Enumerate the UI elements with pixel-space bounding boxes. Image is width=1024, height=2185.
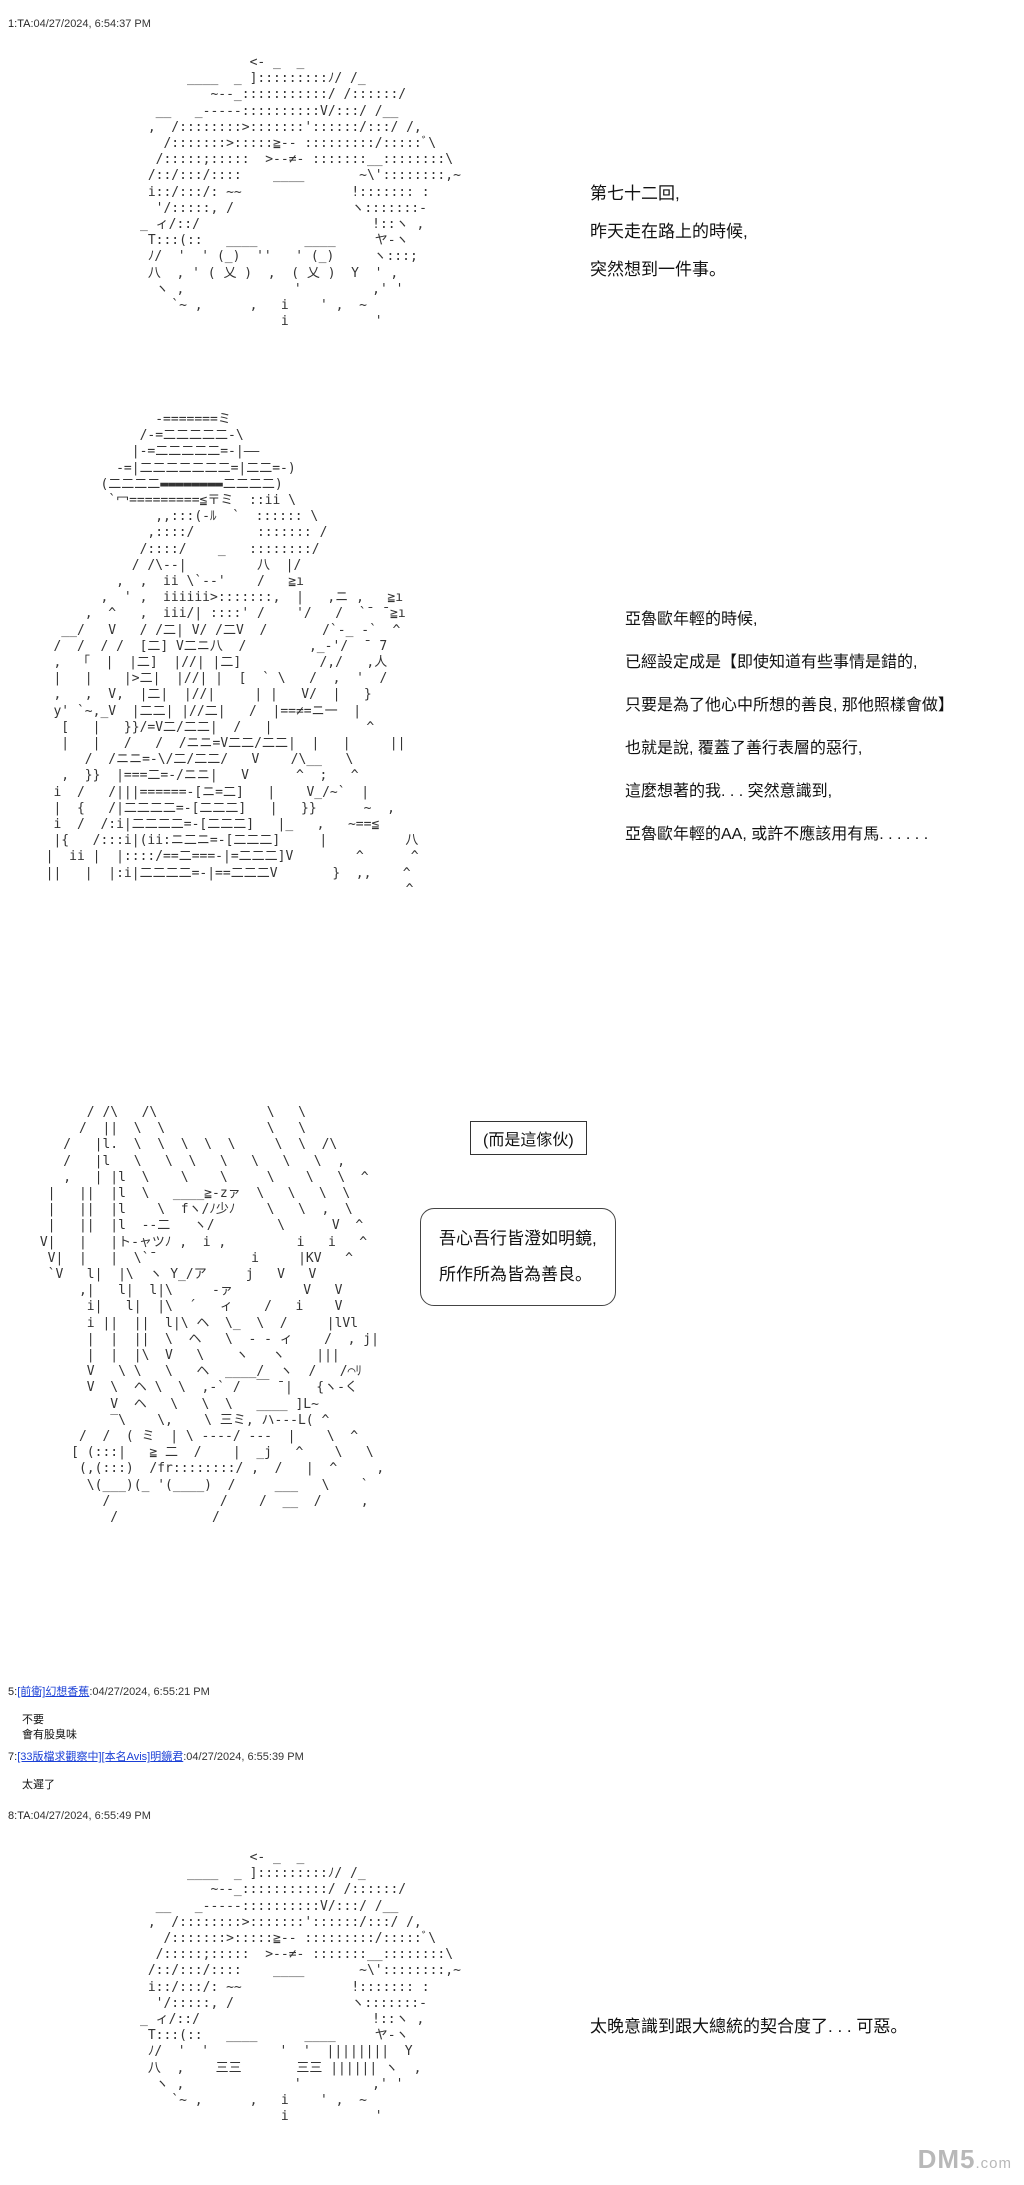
poster-name: TA [17, 1810, 31, 1822]
post-line: 太遲了 [22, 1779, 55, 1791]
aside-box: (而是這傢伙) [470, 1121, 587, 1155]
watermark-logo: DM5.com [918, 2144, 1012, 2175]
post-number: 1: [8, 18, 18, 30]
poster-tag2-link[interactable]: [本名Avis] [101, 1751, 151, 1763]
post-header-8: 8:TA:04/27/2024, 6:55:49 PM [8, 1810, 151, 1822]
post-time: :04/27/2024, 6:54:37 PM [30, 18, 151, 30]
post-number: 8: [8, 1810, 18, 1822]
speech-bubble: 吾心吾行皆澄如明鏡, 所作所為皆為善良。 [420, 1208, 616, 1306]
post-header-5: 5:[前衛]幻想香蕉:04/27/2024, 6:55:21 PM [8, 1683, 210, 1699]
post-body-7: 太遲了 [22, 1778, 55, 1793]
poster-name-link[interactable]: 明鏡君 [150, 1751, 184, 1763]
narration-line: 也就是說, 覆蓋了善行表層的惡行, [625, 740, 863, 757]
narration-line: 這麼想著的我. . . 突然意識到, [625, 783, 833, 800]
narration-line: 只要是為了他心中所想的善良, 那他照樣會做】 [625, 697, 954, 714]
narration-line: 昨天走在路上的時候, [590, 222, 748, 241]
post-header-7: 7:[33版檔求觀察中][本名Avis]明鏡君:04/27/2024, 6:55… [8, 1748, 304, 1764]
poster-tag-link[interactable]: [前衛] [17, 1686, 46, 1698]
post-line: 不要 [22, 1714, 44, 1726]
post-time: :04/27/2024, 6:55:49 PM [30, 1810, 151, 1822]
narration-line: 突然想到一件事。 [590, 260, 726, 279]
narration-line: 亞魯歐年輕的AA, 或許不應該用有馬. . . . . . [625, 826, 929, 843]
ascii-art-face-2: <- _ _ ____ _ ]:::::::::ﾉ/ /_ ~--_::::::… [140, 1850, 461, 2125]
speech-line: 吾心吾行皆澄如明鏡, [439, 1229, 597, 1248]
post-number: 5: [8, 1686, 18, 1698]
panel2-narration: 亞魯歐年輕的時候, 已經設定成是【即使知道有些事情是錯的, 只要是為了他心中所想… [625, 598, 954, 856]
ascii-art-face-1: <- _ _ ____ _ ]:::::::::ﾉ/ /_ ~--_::::::… [140, 55, 461, 330]
poster-name: TA [17, 18, 31, 30]
narration-line: 亞魯歐年輕的時候, [625, 611, 758, 628]
poster-tag-link[interactable]: [33版檔求觀察中] [17, 1751, 102, 1763]
post-time: :04/27/2024, 6:55:39 PM [183, 1751, 304, 1763]
narration-line: 太晚意識到跟大總統的契合度了. . . 可惡。 [590, 2017, 908, 2036]
poster-name-link[interactable]: 幻想香蕉 [45, 1686, 90, 1698]
post-number: 7: [8, 1751, 18, 1763]
narration-line: 第七十二回, [590, 184, 680, 203]
post-body-5: 不要 會有股臭味 [22, 1713, 77, 1743]
panel4-narration: 太晚意識到跟大總統的契合度了. . . 可惡。 [590, 2008, 907, 2046]
post-line: 會有股臭味 [22, 1729, 77, 1741]
panel1-narration: 第七十二回, 昨天走在路上的時候, 突然想到一件事。 [590, 175, 748, 289]
watermark-brand: DM5 [917, 2144, 976, 2174]
post-header-1: 1:TA:04/27/2024, 6:54:37 PM [8, 18, 151, 30]
narration-line: 已經設定成是【即使知道有些事情是錯的, [625, 654, 918, 671]
ascii-art-hat-figure: -=======ミ /-=二二二二二-\ |-=二二二二二=-|—— -=|二二… [45, 412, 419, 897]
ascii-art-figure-3: / /\ /\ \ \ / || \ \ \ \ / |l. \ \ \ \ \… [39, 1105, 385, 1526]
speech-line: 所作所為皆為善良。 [439, 1265, 592, 1284]
watermark-suffix: .com [975, 2155, 1012, 2172]
post-time: :04/27/2024, 6:55:21 PM [89, 1686, 210, 1698]
